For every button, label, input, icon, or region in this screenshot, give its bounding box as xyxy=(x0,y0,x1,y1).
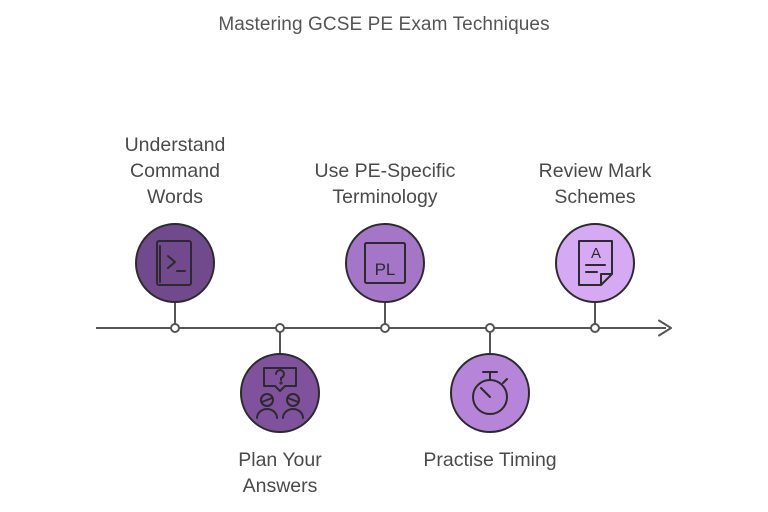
stopwatch-icon xyxy=(472,371,508,415)
timeline-arrowhead xyxy=(658,319,672,337)
step-1-label-line-1: Understand xyxy=(124,134,226,156)
step-1-label-line-3: Words xyxy=(147,186,203,208)
discussion-question-icon xyxy=(256,367,304,419)
timeline-node-3 xyxy=(380,323,390,333)
step-2-label-line-2: Answers xyxy=(242,475,318,497)
step-4-circle xyxy=(450,353,530,433)
step-1-label: Understand Command Words xyxy=(75,132,275,210)
grade-letter: A xyxy=(591,245,601,262)
diagram-title: Mastering GCSE PE Exam Techniques xyxy=(218,14,550,35)
step-4-label-line-1: Practise Timing xyxy=(423,449,557,471)
timeline-node-4 xyxy=(485,323,495,333)
terminal-book-icon xyxy=(156,240,192,286)
step-3-label-line-1: Use PE-Specific xyxy=(314,160,456,182)
periodic-element-symbol: PL xyxy=(375,260,396,279)
timeline-node-1 xyxy=(170,323,180,333)
step-2-label-line-1: Plan Your xyxy=(238,449,322,471)
step-1-badge xyxy=(135,223,215,303)
step-5-badge: A xyxy=(555,223,635,303)
step-2-circle xyxy=(240,353,320,433)
step-1-label-line-2: Command xyxy=(130,160,220,182)
graded-paper-icon: A xyxy=(578,240,613,286)
step-5-circle xyxy=(555,223,635,303)
step-5-label-line-2: Schemes xyxy=(554,186,636,208)
step-4-label: Practise Timing xyxy=(390,447,590,473)
periodic-element-icon: PL xyxy=(364,242,406,284)
step-3-label-line-2: Terminology xyxy=(332,186,438,208)
step-4-badge xyxy=(450,353,530,433)
step-5-label: Review Mark Schemes xyxy=(495,158,695,210)
step-3-badge: PL xyxy=(345,223,425,303)
timeline-node-2 xyxy=(275,323,285,333)
step-5-label-line-1: Review Mark xyxy=(538,160,652,182)
timeline-node-5 xyxy=(590,323,600,333)
step-3-label: Use PE-Specific Terminology xyxy=(285,158,485,210)
step-2-label: Plan Your Answers xyxy=(180,447,380,499)
step-2-badge xyxy=(240,353,320,433)
